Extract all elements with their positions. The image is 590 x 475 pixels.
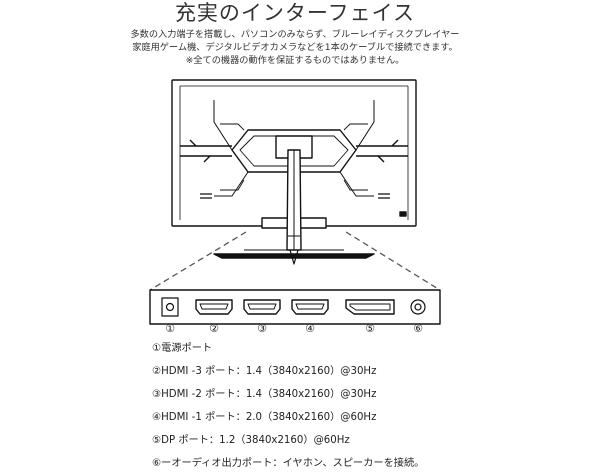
- zoom-guides: [149, 231, 441, 291]
- port-strip-outline: [149, 289, 441, 325]
- stand-joint: [289, 249, 299, 265]
- port-number-label: ②: [209, 322, 219, 335]
- hdmi-1-port: [291, 299, 329, 315]
- port-spec-item: ⑤DP ポート：1.2（3840x2160）@60Hz: [152, 435, 350, 446]
- audio-port-hole: [414, 303, 422, 311]
- page-title: 充実のインターフェイス: [174, 1, 416, 25]
- right-notch: [343, 123, 368, 191]
- intro-line: 多数の入力端子を搭載し、パソコンのみならず、ブルーレイディスクプレイヤー: [130, 29, 460, 40]
- port-spec-list: ①電源ポート ②HDMI -3 ポート：1.4（3840x2160）@30Hz …: [152, 337, 582, 475]
- intro-line: 家庭用ゲーム機、デジタルビデオカメラなどを1本のケーブルで接続できます。: [132, 42, 458, 53]
- hdmi-3-port-inner: [199, 303, 229, 310]
- port-spec-item: ③HDMI -2 ポート：1.4（3840x2160）@30Hz: [152, 389, 377, 400]
- hdmi-2-port: [243, 299, 281, 315]
- port-spec-item: ①電源ポート: [152, 343, 213, 354]
- right-vent: [378, 193, 390, 199]
- left-diagonal: [213, 100, 249, 197]
- port-number-label: ①: [165, 322, 175, 335]
- zoom-guide-left: [149, 231, 247, 291]
- audio-port: [410, 299, 426, 315]
- hdmi-1-port-inner: [295, 303, 325, 310]
- monitor-stand: [213, 149, 375, 265]
- intro-text: 多数の入力端子を搭載し、パソコンのみならず、ブルーレイディスクプレイヤー 家庭用…: [120, 28, 470, 67]
- displayport-port-inner: [349, 303, 391, 311]
- stand-neck-detail: [288, 150, 300, 250]
- left-vent: [200, 193, 212, 199]
- port-number-label: ④: [305, 322, 315, 335]
- left-wing: [180, 139, 232, 163]
- port-number-labels: ① ② ③ ④ ⑤ ⑥: [165, 322, 423, 335]
- disclaimer-note: ※全ての機器の動作を保証するものではありません。: [185, 55, 405, 66]
- port-spec-item: ⑥ーオーディオ出力ポート：イヤホン、スピーカーを接続。: [152, 458, 425, 469]
- rear-hex-inner: [239, 135, 349, 167]
- power-port-hole: [165, 302, 175, 312]
- hdmi-3-port: [195, 299, 233, 315]
- port-spec-item: ②HDMI -3 ポート：1.4（3840x2160）@30Hz: [152, 366, 377, 377]
- displayport-port: [345, 299, 395, 315]
- port-spec-item: ④HDMI -1 ポート：2.0（3840x2160）@60Hz: [152, 412, 377, 423]
- kensington-slot: [399, 211, 407, 217]
- port-strip: [149, 289, 441, 325]
- right-wing: [356, 139, 408, 163]
- right-diagonal: [339, 100, 375, 197]
- left-notch: [220, 123, 245, 191]
- monitor-back-diagram: ① ② ③ ④ ⑤ ⑥: [149, 79, 441, 335]
- stand-base: [213, 253, 375, 259]
- port-number-label: ⑥: [413, 322, 423, 335]
- zoom-guide-right: [345, 231, 441, 291]
- port-number-label: ③: [257, 322, 267, 335]
- port-number-label: ⑤: [365, 322, 375, 335]
- power-port: [161, 297, 179, 317]
- hdmi-2-port-inner: [247, 303, 277, 310]
